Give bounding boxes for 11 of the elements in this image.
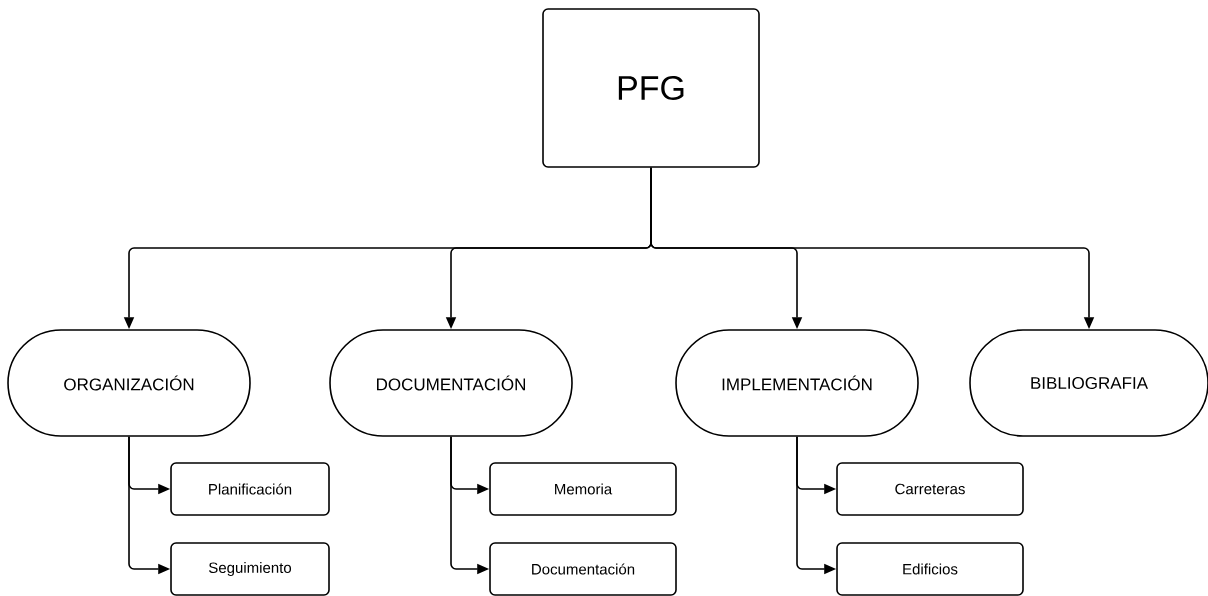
- item-box: Edificios: [836, 542, 1024, 596]
- item-box: Planificación: [170, 462, 330, 516]
- category-pill: DOCUMENTACIÓN: [329, 329, 573, 437]
- item-box: Memoria: [489, 462, 677, 516]
- root-box: PFG: [542, 8, 760, 168]
- item-box: Carreteras: [836, 462, 1024, 516]
- item-box: Documentación: [489, 542, 677, 596]
- category-pill: IMPLEMENTACIÓN: [675, 329, 919, 437]
- category-pill: BIBLIOGRAFIA: [969, 329, 1208, 437]
- item-box: Seguimiento: [170, 542, 330, 596]
- category-pill: ORGANIZACIÓN: [7, 329, 251, 437]
